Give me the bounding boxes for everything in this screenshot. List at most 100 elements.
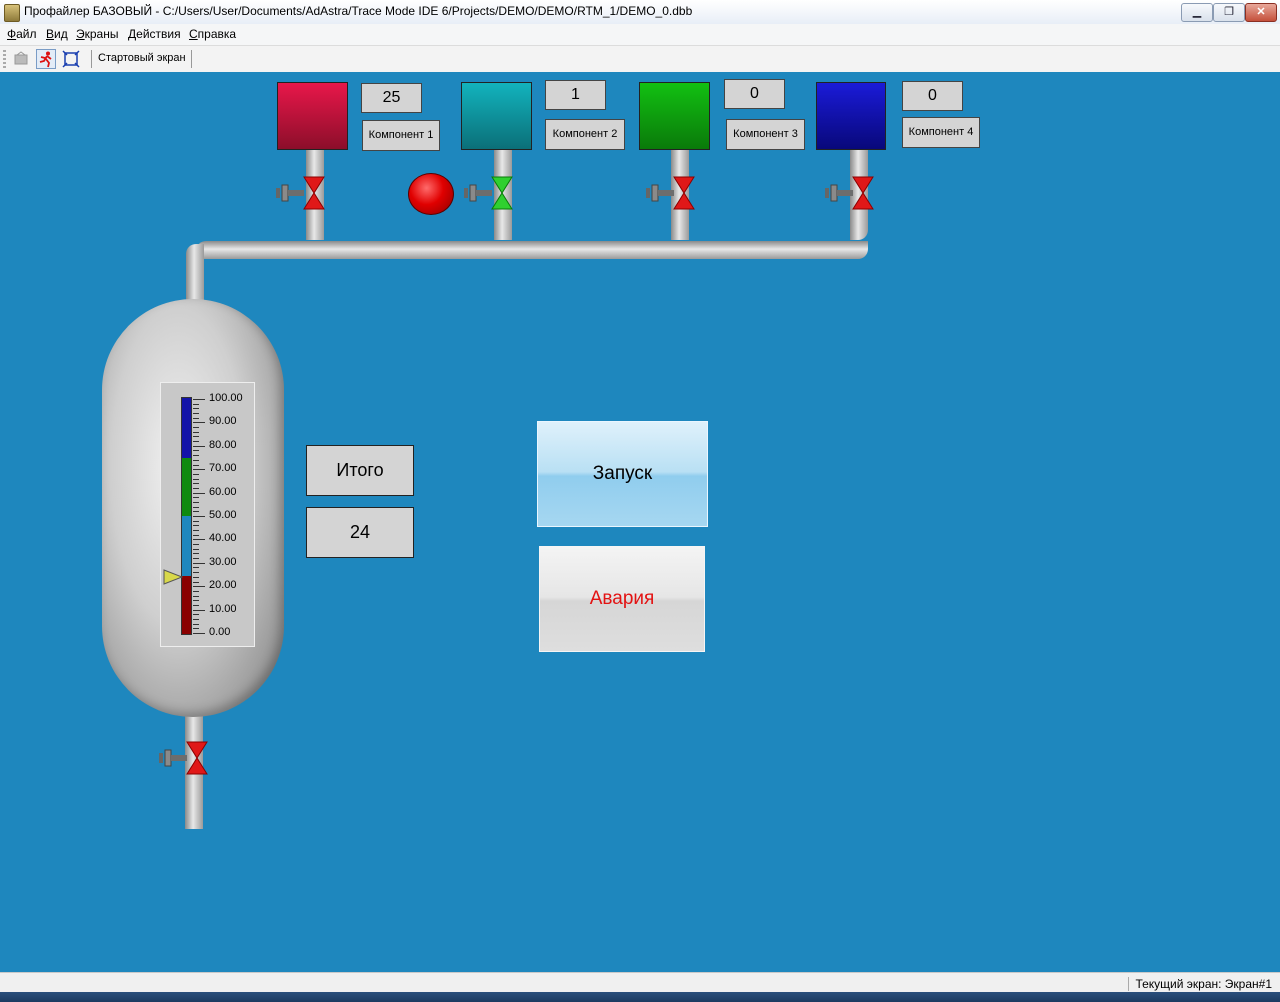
gauge-minor-tick (193, 604, 199, 606)
menu-file[interactable]: Файл (7, 27, 37, 41)
gauge-major-tick (193, 562, 205, 564)
gauge-minor-tick (193, 473, 199, 475)
gauge-minor-tick (193, 450, 199, 452)
gauge-tick-label: 40.00 (209, 532, 237, 545)
gauge-tick-label: 50.00 (209, 509, 237, 521)
gauge-minor-tick (193, 413, 199, 415)
start-screen-label: Стартовый экран (98, 52, 186, 64)
minimize-button[interactable]: ▁ (1181, 3, 1213, 22)
component-2-tank[interactable] (461, 82, 532, 150)
gauge-minor-tick (193, 558, 199, 560)
component-4-tank[interactable] (816, 82, 886, 150)
valve-4-icon[interactable] (823, 175, 883, 211)
gauge-minor-tick (193, 534, 199, 536)
main-header-pipe (196, 241, 868, 259)
gauge-minor-tick (193, 553, 199, 555)
gauge-minor-tick (193, 455, 199, 457)
component-2-value: 1 (545, 80, 606, 110)
component-4-label: Компонент 4 (902, 117, 980, 148)
gauge-minor-tick (193, 581, 199, 583)
valve-2-icon[interactable] (462, 175, 522, 211)
component-3-tank[interactable] (639, 82, 710, 150)
gauge-minor-tick (193, 478, 199, 480)
start-button[interactable]: Запуск (537, 421, 708, 527)
component-3-label: Компонент 3 (726, 119, 805, 150)
menu-view[interactable]: Вид (46, 27, 68, 41)
gauge-minor-tick (193, 614, 199, 616)
valve-outlet-icon[interactable] (157, 740, 217, 776)
component-1-label: Компонент 1 (362, 120, 440, 151)
gauge-minor-tick (193, 487, 199, 489)
gauge-minor-tick (193, 501, 199, 503)
gauge-tick-label: 20.00 (209, 579, 237, 592)
close-button[interactable]: ✕ (1245, 3, 1277, 22)
toolbar-grip[interactable] (3, 50, 6, 68)
gauge-minor-tick (193, 520, 199, 522)
gauge-minor-tick (193, 511, 199, 513)
gauge-minor-tick (193, 436, 199, 438)
menu-actions[interactable]: Действия (128, 27, 181, 41)
gauge-minor-tick (193, 464, 199, 466)
pipe-component-3 (671, 150, 689, 240)
component-3-value: 0 (724, 79, 785, 109)
gauge-minor-tick (193, 408, 199, 410)
gauge-tick-label: 60.00 (209, 485, 237, 498)
gauge-minor-tick (193, 441, 199, 443)
valve-3-icon[interactable] (644, 175, 704, 211)
mnemonic-canvas: 25 Компонент 1 1 Компонент 2 0 Компонент… (0, 72, 1280, 972)
valve-1-icon[interactable] (274, 175, 334, 211)
menu-help[interactable]: Справка (189, 27, 237, 41)
current-screen-status: Текущий экран: Экран#1 (1128, 977, 1272, 991)
maximize-button[interactable]: ❐ (1213, 3, 1245, 22)
gauge-minor-tick (193, 628, 199, 630)
level-pointer-icon (163, 569, 183, 585)
gauge-major-tick (193, 586, 205, 588)
gauge-minor-tick (193, 497, 199, 499)
gauge-tick-label: 0.00 (209, 626, 231, 638)
gauge-minor-tick (193, 525, 199, 527)
gauge-bar (181, 397, 192, 635)
run-icon[interactable] (36, 49, 56, 69)
gauge-minor-tick (193, 431, 199, 433)
title-bar: Профайлер БАЗОВЫЙ - C:/Users/User/Docume… (0, 0, 1280, 25)
alarm-button[interactable]: Авария (539, 546, 705, 652)
gauge-major-tick (193, 492, 205, 494)
gauge-major-tick (193, 469, 205, 471)
gauge-tick-label: 100.00 (209, 392, 243, 404)
gauge-major-tick (193, 633, 205, 634)
gauge-segment-red (182, 576, 191, 634)
gauge-minor-tick (193, 623, 199, 625)
fit-screen-icon[interactable] (61, 49, 81, 69)
toolbar-separator (191, 50, 192, 68)
gauge-minor-tick (193, 590, 199, 592)
gauge-minor-tick (193, 483, 199, 485)
gauge-tick-label: 70.00 (209, 462, 237, 475)
component-4-value: 0 (902, 81, 963, 111)
gauge-minor-tick (193, 544, 199, 546)
gauge-minor-tick (193, 427, 199, 429)
gauge-minor-tick (193, 530, 199, 532)
gauge-minor-tick (193, 403, 199, 405)
toolbar-separator (91, 50, 92, 68)
total-label: Итого (306, 445, 414, 496)
toolbar: Стартовый экран (0, 46, 1280, 73)
gauge-minor-tick (193, 548, 199, 550)
inlet-pipe (186, 244, 204, 304)
gauge-tick-label: 10.00 (209, 602, 237, 615)
gauge-major-tick (193, 539, 205, 541)
window-title: Профайлер БАЗОВЫЙ - C:/Users/User/Docume… (24, 4, 693, 18)
gauge-major-tick (193, 445, 205, 447)
gauge-minor-tick (193, 417, 199, 419)
gauge-minor-tick (193, 567, 199, 569)
component-2-label: Компонент 2 (545, 119, 625, 150)
alarm-indicator-lamp (408, 173, 454, 215)
app-icon (4, 4, 20, 22)
gauge-tick-label: 30.00 (209, 555, 237, 568)
menu-screens[interactable]: Экраны (76, 27, 119, 41)
gauge-major-tick (193, 516, 205, 517)
component-1-tank[interactable] (277, 82, 348, 150)
disabled-open-icon[interactable] (11, 49, 31, 69)
taskbar (0, 992, 1280, 1002)
total-value: 24 (306, 507, 414, 558)
